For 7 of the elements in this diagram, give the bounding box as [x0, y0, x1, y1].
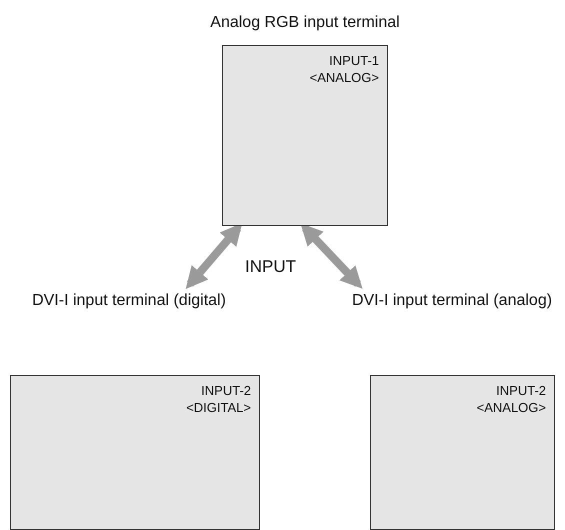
input-name: INPUT-1 <ANALOG>: [308, 52, 379, 86]
terminal-heading: Analog RGB input terminal: [209, 13, 401, 33]
terminal-heading: DVI-I input terminal (analog): [350, 291, 554, 311]
terminal-heading: DVI-I input terminal (digital): [31, 291, 227, 311]
input-name: INPUT-2 <DIGITAL>: [185, 382, 251, 416]
connection-label: INPUT: [245, 257, 296, 277]
input-name: INPUT-2 <ANALOG>: [476, 382, 546, 416]
